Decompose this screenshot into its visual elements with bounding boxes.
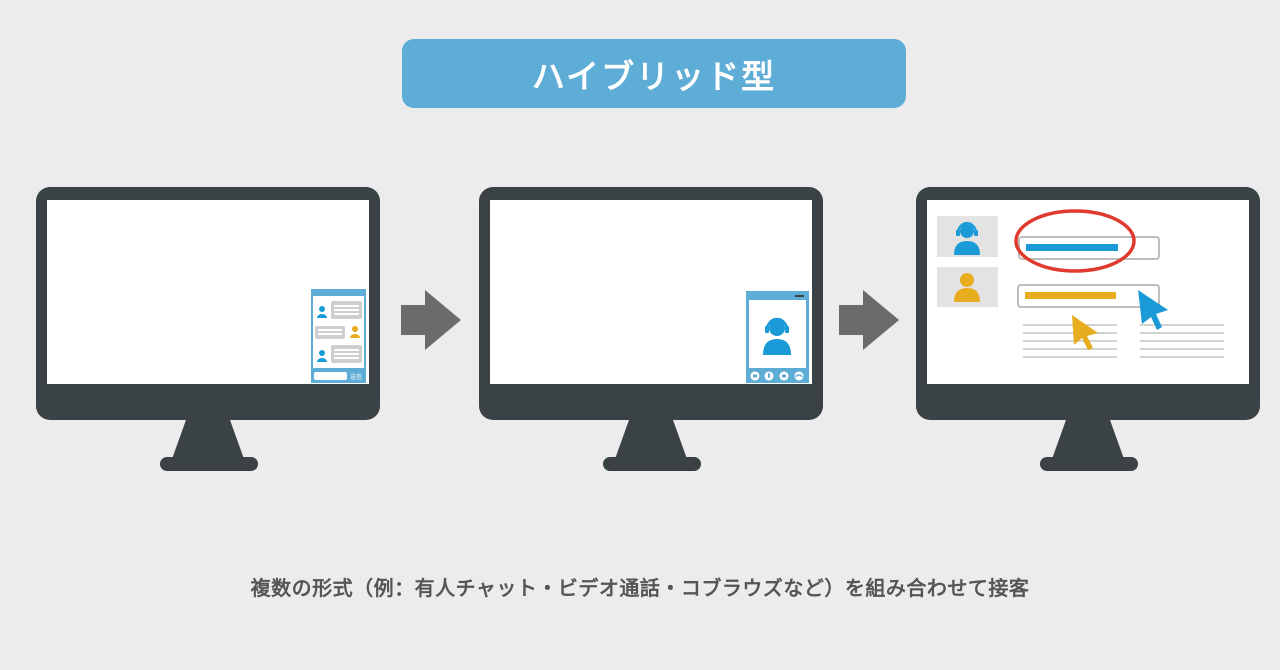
monitor-chat: 送信 [36,187,382,472]
arrow-right-icon [401,290,463,350]
title-text: ハイブリッド型 [531,56,777,96]
cursor-icon [1072,290,1168,350]
title-banner: ハイブリッド型 [402,39,906,108]
video-call-icon [746,291,809,383]
monitor-video [479,187,825,472]
headset-operator-icon [763,317,791,355]
chat-send-label: 送信 [350,373,362,381]
user-icon [954,273,980,302]
monitor-cobrowse [916,187,1262,472]
headset-operator-icon [954,221,980,255]
arrow-right-icon [839,290,901,350]
chat-panel-icon: 送信 [311,289,366,383]
caption-text: 複数の形式（例：有人チャット・ビデオ通話・コブラウズなど）を組み合わせて接客 [250,576,1030,600]
